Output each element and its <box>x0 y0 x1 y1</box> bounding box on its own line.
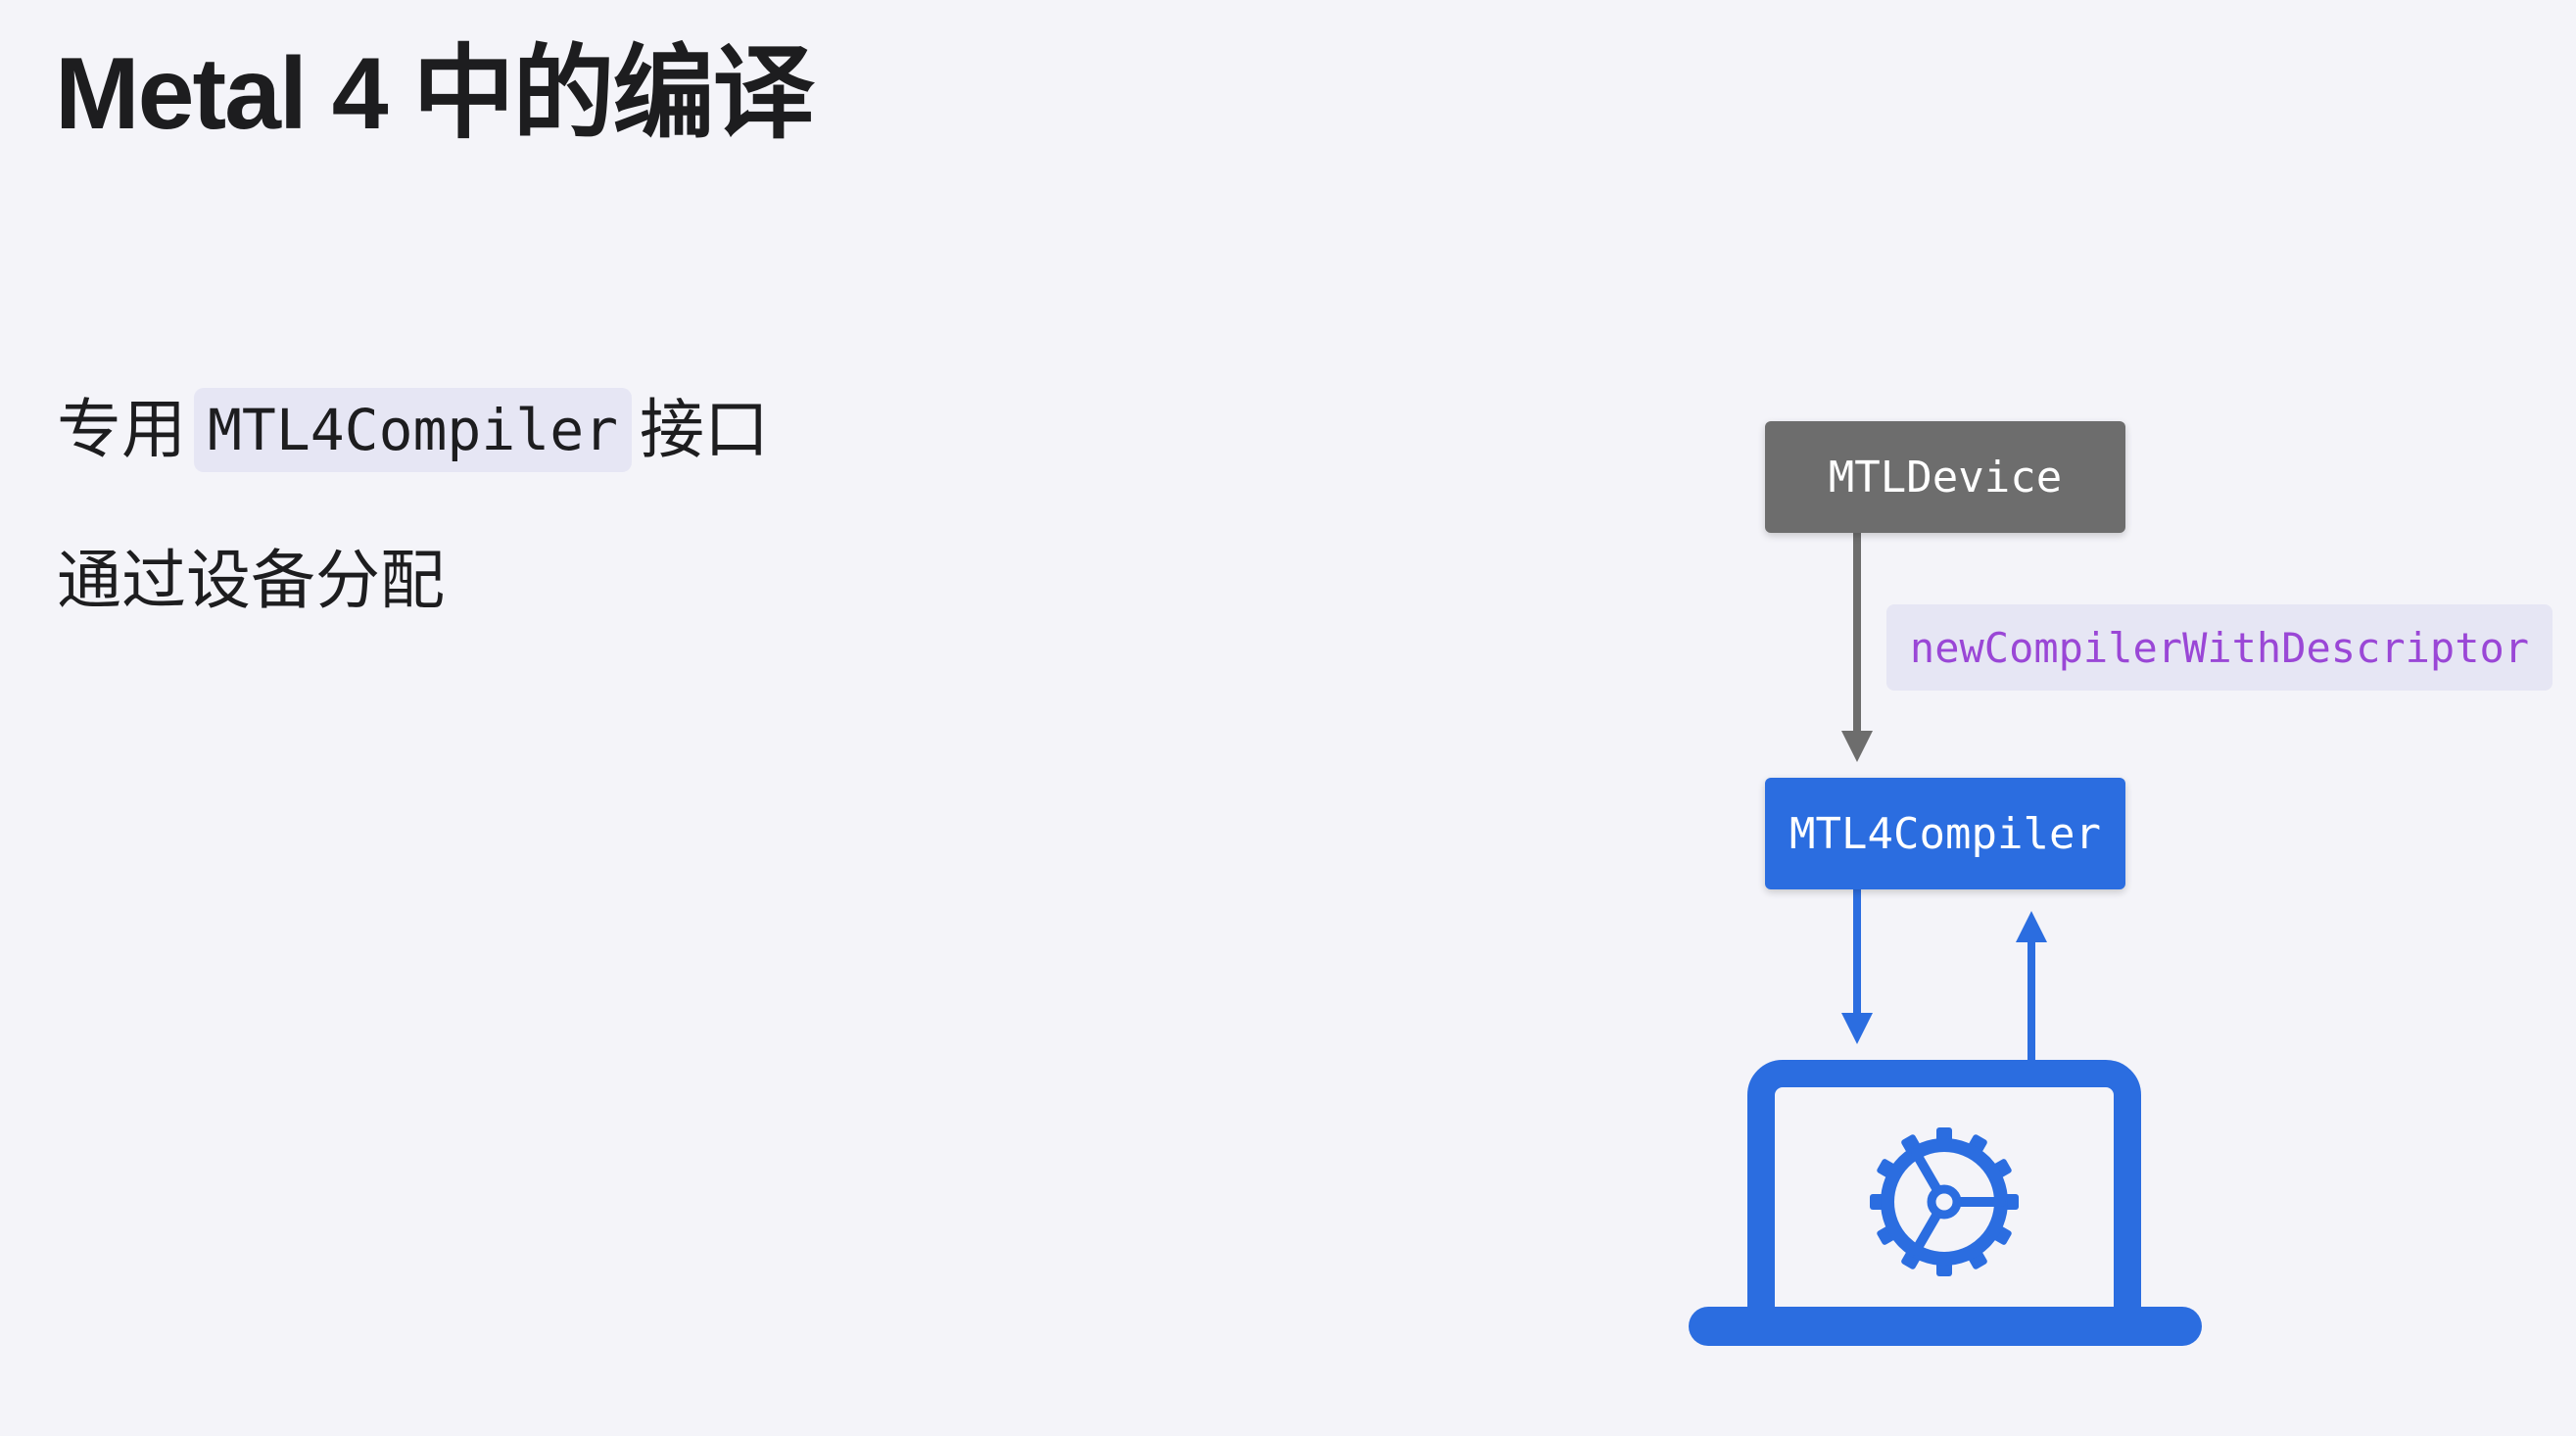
bullet-prefix: 专用 <box>57 392 186 467</box>
bullet-allocated-via-device: 通过设备分配 <box>57 543 445 618</box>
laptop-to-compiler-arrowhead <box>2016 911 2047 942</box>
bullet-dedicated-interface: 专用 MTL4Compiler 接口 <box>57 386 769 474</box>
laptop-icon <box>1689 1060 2202 1346</box>
mtldevice-node: MTLDevice <box>1765 421 2125 533</box>
bullet-suffix: 接口 <box>640 392 770 467</box>
code-chip-mtl4compiler: MTL4Compiler <box>194 388 633 472</box>
compiler-to-laptop-arrowhead <box>1841 1013 1873 1044</box>
method-label-new-compiler-with-descriptor: newCompilerWithDescriptor <box>1886 604 2552 691</box>
device-to-compiler-arrowhead <box>1841 731 1873 762</box>
gear-icon <box>1870 1127 2019 1276</box>
mtl4compiler-node: MTL4Compiler <box>1765 778 2125 889</box>
slide-title: Metal 4 中的编译 <box>55 37 814 151</box>
